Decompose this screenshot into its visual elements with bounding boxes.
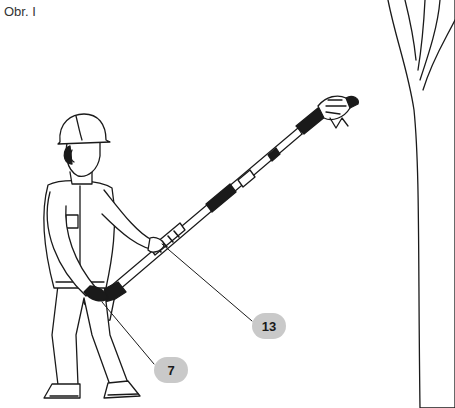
leader-line — [102, 302, 154, 364]
leader-line — [162, 244, 252, 321]
callout-number: 7 — [154, 357, 188, 383]
leader-lines — [102, 244, 252, 364]
saw-head — [296, 96, 358, 134]
tree — [388, 0, 455, 408]
pole — [82, 128, 302, 322]
callout-number: 13 — [252, 313, 286, 339]
figure-label: Obr. I — [4, 4, 36, 19]
operator — [44, 114, 164, 398]
